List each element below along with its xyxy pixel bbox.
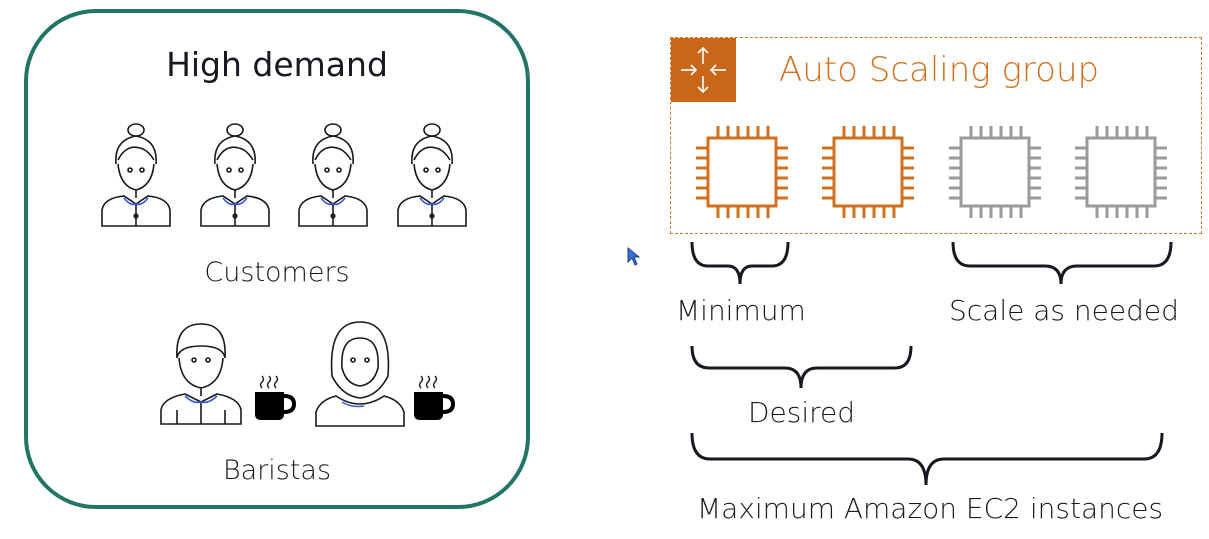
minimum-bracket [690, 241, 790, 285]
auto-scaling-group-box [670, 37, 1202, 234]
maximum-bracket [690, 432, 1164, 486]
desired-label: Desired [748, 396, 856, 429]
coffee-cup-icon [414, 375, 455, 420]
desired-bracket [690, 345, 913, 389]
scale-as-needed-label: Scale as needed [949, 294, 1179, 327]
barista-hijab-icon [315, 321, 405, 427]
ec2-instance-active-icon [822, 126, 914, 218]
maximum-label: Maximum Amazon EC2 instances [697, 492, 1164, 525]
minimum-label: Minimum [676, 294, 806, 327]
mouse-cursor-icon [627, 246, 641, 266]
auto-scaling-group-title: Auto Scaling group [779, 50, 1100, 90]
barista-icon [160, 323, 242, 425]
baristas-label: Baristas [222, 455, 332, 486]
panel-title: High demand [166, 45, 388, 84]
ec2-instance-inactive-icon [949, 126, 1041, 218]
customer-icon [101, 123, 171, 227]
customers-label: Customers [204, 257, 350, 288]
ec2-instance-active-icon [696, 126, 788, 218]
customer-icon [200, 123, 270, 227]
customer-icon [298, 123, 368, 227]
auto-scaling-arrows-icon [671, 38, 736, 102]
high-demand-panel: High demand Customers Baristas [24, 9, 530, 509]
scale-as-needed-bracket [951, 241, 1173, 285]
ec2-instance-inactive-icon [1075, 126, 1167, 218]
customer-icon [397, 123, 467, 227]
coffee-cup-icon [255, 375, 296, 420]
